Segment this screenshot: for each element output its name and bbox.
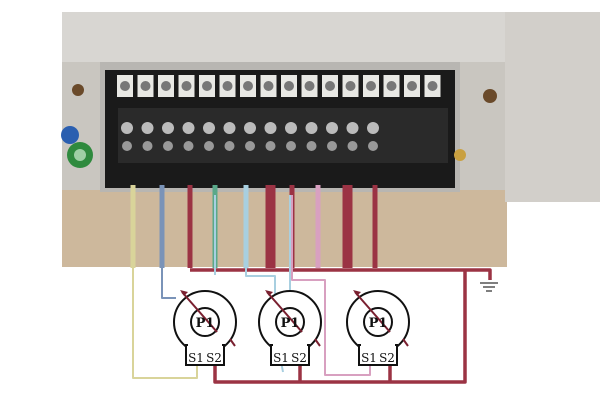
terminal-screw <box>326 122 338 134</box>
terminal-screw <box>162 122 174 134</box>
ct-arrow-icon <box>354 291 391 333</box>
terminal-screw <box>346 122 359 134</box>
ct-s2-label: S2 <box>206 351 222 365</box>
ct-s1-label: S1 <box>273 351 289 365</box>
terminal-screw <box>182 122 195 134</box>
ct-primary-label: P1 <box>369 316 388 331</box>
terminal-screw <box>285 122 297 134</box>
ct-arrow-icon <box>181 291 218 333</box>
terminal-screw <box>121 122 133 134</box>
ground-icon <box>480 282 498 292</box>
terminal-screw <box>244 122 256 134</box>
ct-s1-label: S1 <box>361 351 377 365</box>
terminal-screw <box>223 122 236 134</box>
s1-wire-c <box>291 195 371 376</box>
common-bus-wire <box>190 268 492 384</box>
schematic <box>132 195 498 384</box>
terminal-block-photo <box>61 12 600 267</box>
ct-s2-label: S2 <box>379 351 395 365</box>
terminal-screw <box>264 122 277 134</box>
ct-primary-ring <box>363 307 393 337</box>
s1-wire-a <box>132 195 198 379</box>
terminal-screw <box>141 122 154 134</box>
ct-primary-label: P1 <box>196 316 215 331</box>
p-wire-a <box>161 195 176 299</box>
terminal-screw <box>367 122 379 134</box>
terminal-screw <box>203 122 215 134</box>
ct-primary-ring <box>275 307 305 337</box>
ct-primary-ring <box>190 307 220 337</box>
ct-arrow-icon <box>266 291 303 333</box>
ct-primary-label: P1 <box>281 316 300 331</box>
terminal-screw <box>305 122 318 134</box>
terminal-screws <box>117 75 441 151</box>
ct-s2-label: S2 <box>291 351 307 365</box>
ct-s1-label: S1 <box>188 351 204 365</box>
